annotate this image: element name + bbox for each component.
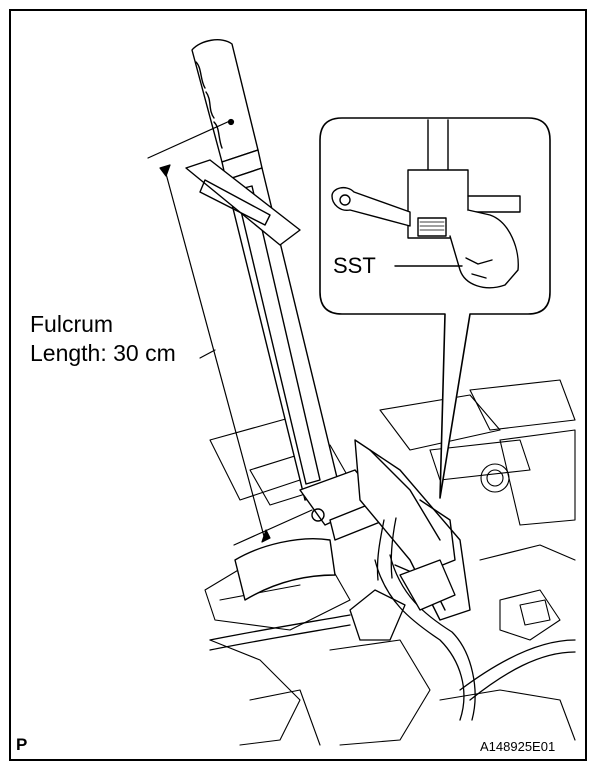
guard-plate — [234, 538, 336, 601]
torque-wrench — [185, 39, 386, 541]
figure-code: A148925E01 — [480, 739, 556, 754]
corner-mark: P — [16, 735, 28, 754]
fulcrum-length-label: Fulcrum Length: 30 cm — [30, 310, 176, 368]
fulcrum-dimension — [147, 118, 313, 546]
engine-background — [204, 379, 576, 746]
detail-callout — [319, 117, 551, 499]
fulcrum-label-line1: Fulcrum — [30, 311, 114, 337]
wire-harness — [209, 517, 576, 721]
fulcrum-label-line2: Length: 30 cm — [30, 340, 176, 366]
sst-label: SST — [333, 253, 376, 278]
